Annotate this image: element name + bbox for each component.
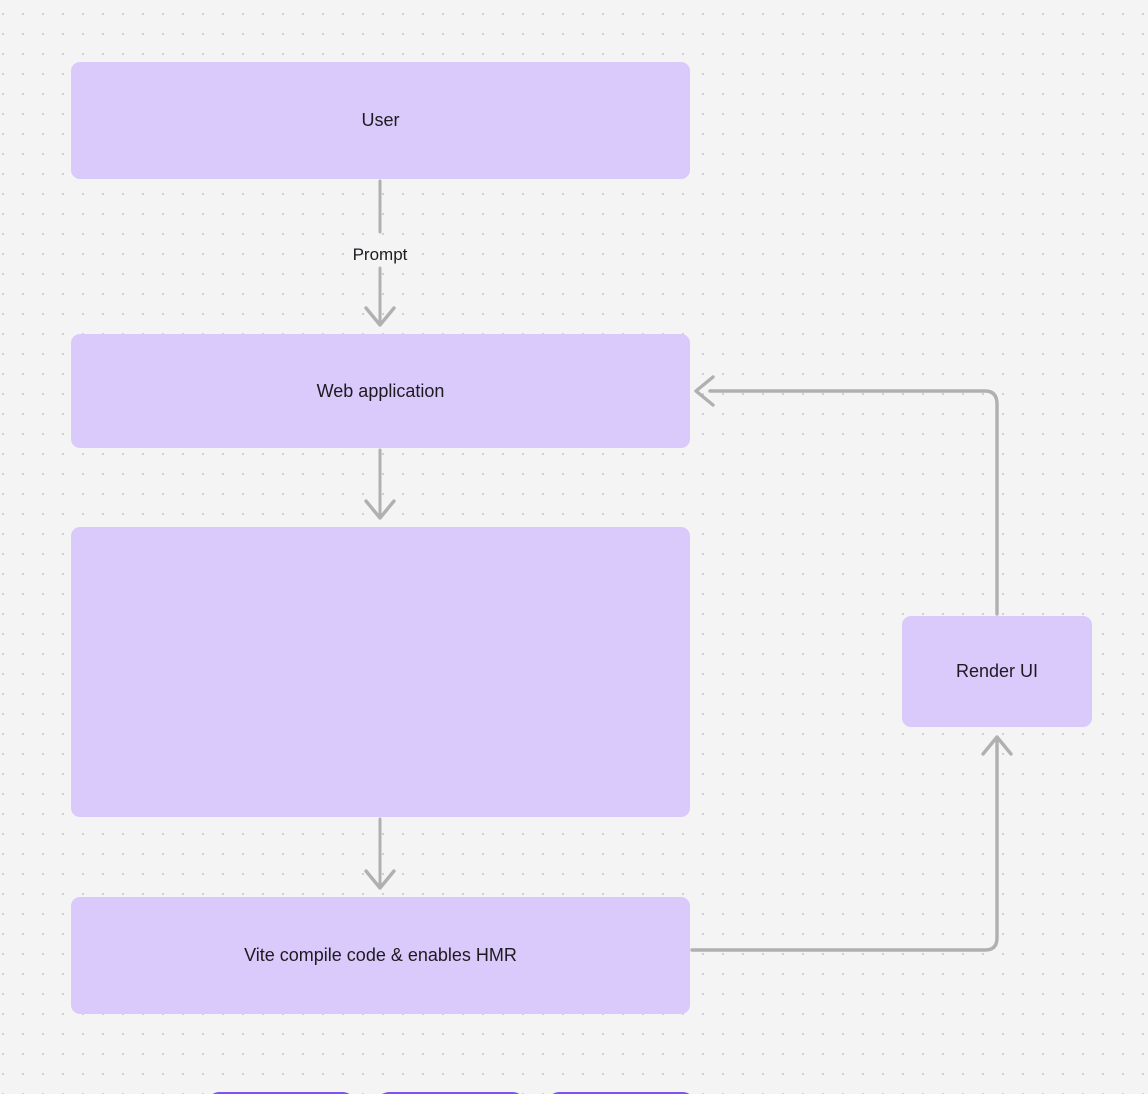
node-vite[interactable]: Vite compile code & enables HMR — [71, 897, 690, 1014]
edge-label-prompt: Prompt — [352, 245, 408, 264]
node-user[interactable]: User — [71, 62, 690, 179]
node-react-components-group[interactable]: HTML = structure CSS = Styles & Layouts … — [71, 527, 694, 1094]
node-user-label: User — [361, 110, 400, 131]
node-javascript[interactable]: Javascript = Interactivity — [548, 1092, 694, 1094]
node-css[interactable]: CSS = Styles & Layouts — [378, 1092, 524, 1094]
node-render-ui[interactable]: Render UI — [902, 616, 1092, 727]
edge-components-to-vite — [364, 817, 396, 890]
edge-webapp-to-components — [364, 448, 396, 520]
node-html[interactable]: HTML = structure — [208, 1092, 354, 1094]
edge-render-to-webapp — [694, 375, 999, 616]
edge-vite-to-render — [690, 735, 1013, 952]
node-vite-label: Vite compile code & enables HMR — [244, 945, 517, 966]
node-web-application[interactable]: Web application — [71, 334, 690, 448]
node-render-ui-label: Render UI — [955, 661, 1039, 682]
node-web-application-label: Web application — [316, 380, 445, 401]
